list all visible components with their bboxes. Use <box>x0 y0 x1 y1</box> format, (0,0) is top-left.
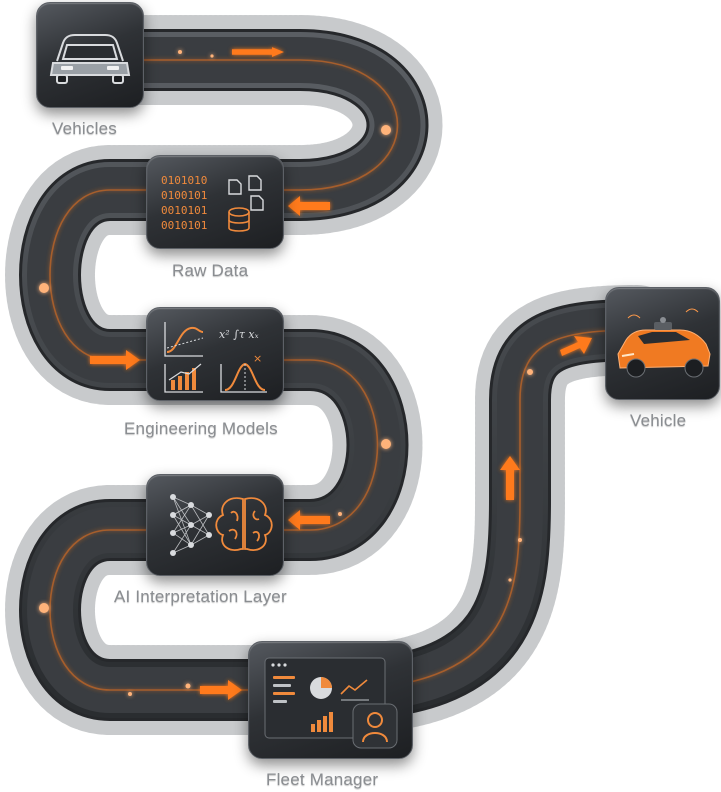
flow-dot <box>527 369 533 375</box>
flow-dot <box>338 512 342 516</box>
node-label: Engineering Models <box>124 419 278 438</box>
binary-line: 0101010 <box>161 174 207 187</box>
node-label: Raw Data <box>172 261 249 280</box>
node-raw-data: 0101010 0100101 0010101 0010101 <box>146 155 284 249</box>
flow-dot <box>185 683 191 689</box>
flow-dot <box>178 50 182 54</box>
svg-text:×: × <box>253 352 262 365</box>
flow-dot <box>210 54 214 58</box>
node-ai-interpretation-layer <box>146 474 284 576</box>
car-icon <box>49 34 131 84</box>
formula-text: x² ∫τ xₓ <box>219 328 259 341</box>
flow-arrow <box>560 336 592 356</box>
node-fleet-manager <box>248 641 413 759</box>
flow-dot <box>128 692 132 696</box>
flow-dot <box>381 439 391 449</box>
road-centerline <box>49 59 641 691</box>
binary-line: 0010101 <box>161 219 207 232</box>
binary-line: 0010101 <box>161 204 207 217</box>
node-label: Vehicle <box>630 411 687 430</box>
flow-arrow <box>288 510 330 530</box>
binary-line: 0100101 <box>161 189 207 202</box>
node-vehicles <box>36 2 144 108</box>
node-label: AI Interpretation Layer <box>114 587 287 606</box>
flow-dot <box>518 538 522 542</box>
node-label: Vehicles <box>52 119 117 138</box>
flow-arrow <box>90 350 140 370</box>
flow-arrow <box>288 196 330 216</box>
node-engineering-models: x² ∫τ xₓ × <box>146 307 284 401</box>
flow-dot <box>39 603 49 613</box>
node-vehicle <box>605 287 720 400</box>
flow-dot <box>39 283 49 293</box>
flow-arrow <box>232 47 284 57</box>
flow-arrow <box>500 456 520 500</box>
node-label: Fleet Manager <box>266 770 379 789</box>
autonomous-car-icon <box>617 308 711 378</box>
flow-arrow <box>200 680 242 700</box>
flow-dot <box>508 578 512 582</box>
flow-dot <box>381 125 391 135</box>
charts-formulas-icon: x² ∫τ xₓ × <box>164 322 267 393</box>
binary-data-icon: 0101010 0100101 0010101 0010101 <box>161 174 264 232</box>
neural-network-brain-icon <box>170 494 273 556</box>
dashboard-user-icon <box>264 657 398 749</box>
